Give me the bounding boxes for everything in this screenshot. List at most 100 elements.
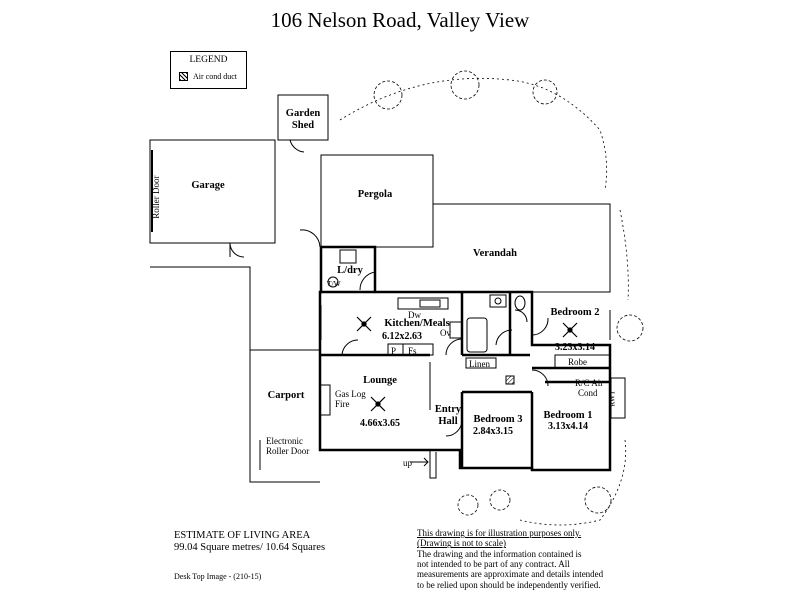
disclaimer-line2: (Drawing is not to scale) (417, 538, 506, 549)
label-hall: Hall (438, 416, 458, 427)
garden-bed-edge (339, 77, 608, 191)
living-area-heading: ESTIMATE OF LIVING AREA (174, 530, 311, 541)
tw-circle (327, 276, 339, 288)
tree-icon (457, 494, 479, 516)
label-garden-shed: Garden Shed (285, 108, 321, 131)
legend-heading: LEGEND (189, 55, 228, 65)
bed2-door-swing (531, 317, 549, 336)
label-up: up (403, 458, 412, 468)
label-garage: Garage (191, 180, 225, 191)
label-pergola: Pergola (357, 189, 393, 200)
garage-outline (149, 139, 276, 244)
basin-fixture (489, 294, 507, 308)
garden-bed-edge (519, 439, 627, 526)
garden-shed-outline (277, 94, 329, 141)
bath-fixture (466, 317, 488, 353)
label-bedroom3: Bedroom 3 (473, 414, 523, 425)
label-linen: Linen (469, 359, 490, 369)
side-gate-swing (299, 229, 321, 248)
label-bedroom2-dim: 3.23x3.14 (555, 342, 595, 353)
label-robe: Robe (568, 357, 587, 367)
label-cond: Cond (578, 388, 598, 398)
bed3-door-swing (445, 419, 463, 437)
ceiling-fans (356, 316, 578, 412)
footer-reference: Desk Top Image - (210-15) (174, 572, 262, 581)
up-arrow (410, 457, 429, 467)
linen-outline (465, 357, 497, 369)
boundary-line (150, 266, 320, 483)
wc-fixture (514, 295, 526, 311)
label-ov: Ov (440, 328, 451, 338)
tree-icon (616, 314, 644, 342)
label-ldry: L/dry (337, 265, 363, 276)
label-verandah: Verandah (473, 248, 517, 259)
legend: LEGEND Air cond duct (170, 51, 247, 89)
label-bedroom1-dim: 3.13x4.14 (548, 421, 588, 432)
label-lounge: Lounge (363, 375, 397, 386)
disclaimer-line1: This drawing is for illustration purpose… (417, 528, 582, 538)
house-rear-wall (321, 245, 612, 382)
entry-step (429, 450, 437, 479)
trees (339, 70, 644, 526)
garage-door-swing (229, 242, 245, 258)
fan-icon (562, 322, 578, 338)
label-electronic: Electronic (266, 436, 303, 446)
air-cond-duct (505, 375, 515, 385)
laundry-trough (339, 249, 357, 264)
kitchen-sink (419, 299, 441, 308)
cooktop (449, 321, 463, 339)
tree-icon (450, 70, 480, 100)
bath-door-swing (495, 329, 513, 346)
tree-icon (584, 486, 612, 514)
label-roller-door-carport: Roller Door (266, 446, 310, 456)
label-bedroom1: Bedroom 1 (543, 410, 593, 421)
label-p: P (391, 346, 397, 356)
label-tw: T/W (327, 279, 341, 288)
label-roller-door: Roller Door (150, 175, 161, 219)
lounge-door-swing (341, 339, 359, 356)
ldry-door-swing (359, 271, 376, 291)
tree-icon (373, 80, 403, 110)
label-entry: Entry (434, 404, 462, 415)
disclaimer-body-line: measurements are approximate and details… (417, 569, 604, 580)
shed-door-swing (289, 139, 305, 153)
legend-item: Air cond duct (179, 72, 237, 81)
rwt-tank (610, 377, 626, 419)
disclaimer-body-line: not intended to be part of any contract.… (417, 559, 570, 570)
pergola-outline (320, 154, 434, 248)
wc-door-swing (514, 309, 528, 323)
robe-outline (554, 354, 611, 369)
label-bedroom2: Bedroom 2 (550, 307, 600, 318)
garden-bed-edge (619, 209, 629, 301)
label-fs: Fs (408, 346, 417, 356)
house-outer-wall (318, 247, 612, 472)
label-rwt: RWT (607, 390, 617, 407)
label-gas-log: Gas Log (335, 389, 366, 399)
living-area-value: 99.04 Square metres/ 10.64 Squares (174, 542, 326, 553)
label-lounge-dim: 4.66x3.65 (360, 418, 400, 429)
walls (149, 94, 626, 483)
basin-drain (494, 297, 502, 305)
tree-icon (532, 79, 558, 105)
disclaimer: This drawing is for illustration purpose… (417, 528, 603, 590)
label-bedroom3-dim: 2.84x3.15 (473, 426, 513, 437)
verandah-outline (433, 203, 611, 293)
disclaimer-body-line: The drawing and the information containe… (417, 548, 582, 559)
hatch-icon (179, 72, 188, 81)
disclaimer-body-line: to be relied upon should be independentl… (417, 579, 601, 590)
kitchen-door-swing (445, 338, 463, 356)
label-rc-air: R/C Air (575, 378, 604, 388)
kitchen-bench (397, 297, 449, 310)
label-carport: Carport (267, 390, 305, 401)
label-fire: Fire (335, 399, 350, 409)
bed1-door-swing (531, 369, 549, 387)
gas-log-fire (319, 384, 331, 416)
label-kitchen-dim: 6.12x2.63 (382, 331, 422, 342)
fan-icon (370, 396, 386, 412)
tree-icon (489, 489, 511, 511)
label-dw: Dw (408, 310, 421, 320)
legend-item-label: Air cond duct (193, 72, 237, 81)
pantry-fridge (387, 343, 434, 356)
fan-icon (356, 316, 372, 332)
